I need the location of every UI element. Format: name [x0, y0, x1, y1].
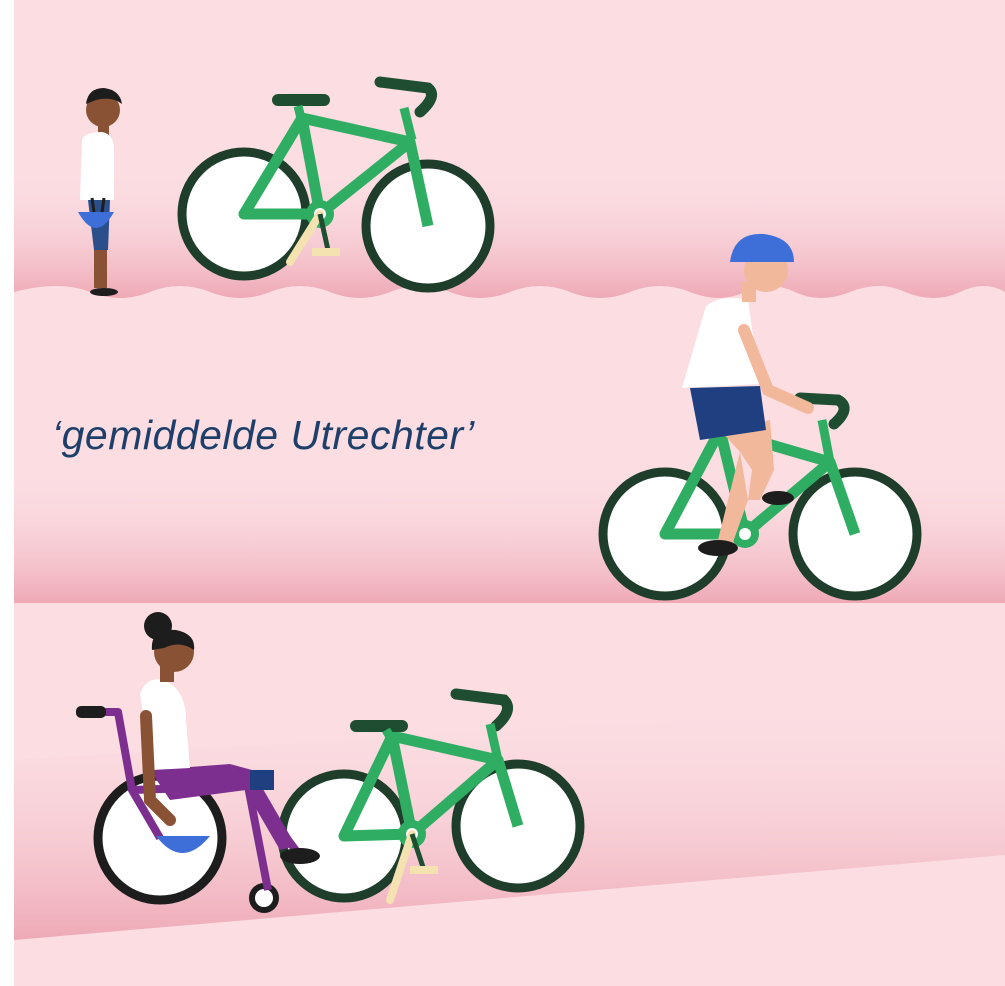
- bicycle-illustration: [14, 0, 1005, 986]
- illustration-frame: ‘gemiddelde Utrechter’: [14, 0, 1005, 986]
- ground-panel-1: [14, 170, 1005, 298]
- caption-text: ‘gemiddelde Utrechter’: [52, 412, 475, 459]
